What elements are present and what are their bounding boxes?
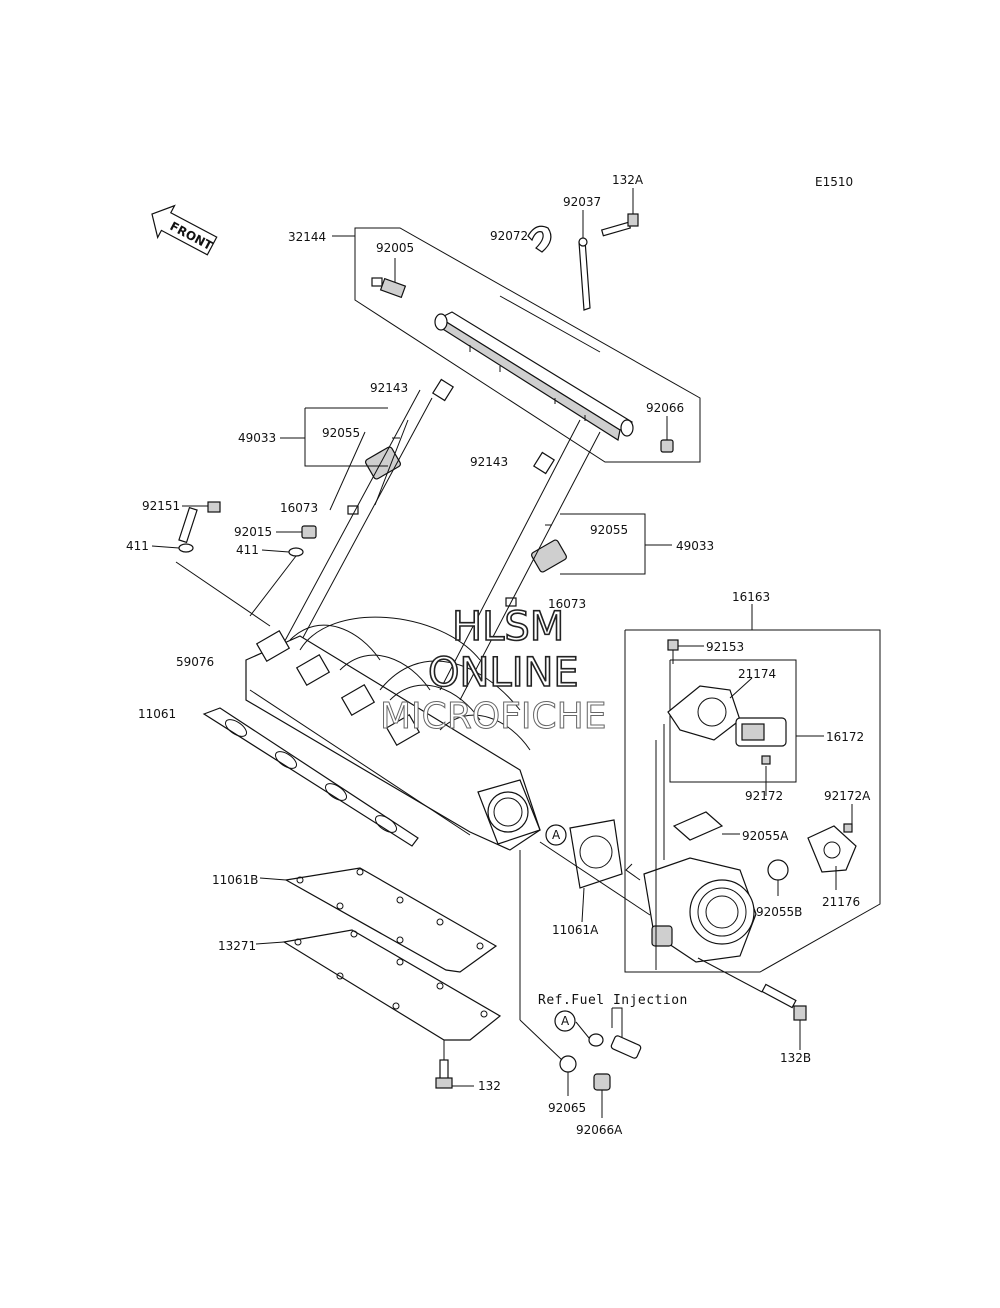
nut-92015 [276, 525, 317, 539]
part-label-92066: 92066 [646, 401, 684, 415]
part-label-16163: 16163 [732, 590, 770, 604]
ref-fuel-injection-group: Ref.Fuel Injection [519, 850, 688, 1118]
washer-411-left [151, 543, 194, 553]
washer-411-right [261, 547, 304, 557]
part-label-11061: 11061 [138, 707, 176, 721]
part-label-92015: 92015 [234, 525, 272, 539]
throttle-body [625, 857, 757, 963]
part-label-132A: 132A [612, 173, 644, 187]
part-label-132B: 132B [780, 1051, 811, 1065]
fuel-rail-assembly [332, 188, 701, 463]
watermark-line-3: MICROFICHE [380, 696, 606, 737]
marker-a-lower: A [554, 1010, 576, 1032]
part-label-92065: 92065 [548, 1101, 586, 1115]
bolt-132 [435, 1059, 474, 1089]
part-label-92172A: 92172A [824, 789, 871, 803]
intake-manifold [245, 616, 541, 851]
fuel-rail [434, 311, 634, 441]
svg-text:A: A [561, 1014, 570, 1028]
part-label-132: 132 [478, 1079, 501, 1093]
sensor-21176 [807, 825, 857, 890]
watermark-line-1: HLSM [452, 604, 564, 650]
cover-gasket-11061B [259, 867, 498, 973]
part-label-411a: 411 [126, 539, 149, 553]
part-label-92151: 92151 [142, 499, 180, 513]
part-label-92055B: 92055B [756, 905, 802, 919]
part-label-16172: 16172 [826, 730, 864, 744]
part-label-49033b: 49033 [676, 539, 714, 553]
bolt-132A [600, 188, 639, 237]
part-label-21174: 21174 [738, 667, 776, 681]
part-label-49033a: 49033 [238, 431, 276, 445]
part-label-92172: 92172 [745, 789, 783, 803]
gasket-11061 [202, 707, 419, 847]
part-label-11061B: 11061B [212, 873, 258, 887]
part-label-92005: 92005 [376, 241, 414, 255]
part-label-16073b: 16073 [548, 597, 586, 611]
part-label-32144: 32144 [288, 230, 326, 244]
injector-right [439, 419, 672, 701]
part-label-411b: 411 [236, 543, 259, 557]
marker-a-upper: A [545, 824, 567, 846]
part-label-92143b: 92143 [470, 455, 508, 469]
part-label-11061A: 11061A [552, 923, 599, 937]
part-label-21176: 21176 [822, 895, 860, 909]
bolt-92151 [178, 501, 221, 544]
strap-92037 [578, 210, 591, 311]
figure-code: E1510 [815, 175, 853, 189]
part-label-16073a: 16073 [280, 501, 318, 515]
fuel-fitting-92005 [371, 258, 407, 299]
plate-13271 [255, 929, 502, 1060]
part-label-13271: 13271 [218, 939, 256, 953]
watermark: HLSM ONLINE MICROFICHE [380, 603, 607, 737]
injector-left [279, 378, 455, 659]
bolt-132B [697, 957, 807, 1050]
cap-92066 [660, 416, 674, 453]
part-label-92037: 92037 [563, 195, 601, 209]
ref-fuel-injection-note: Ref.Fuel Injection [538, 993, 688, 1008]
part-label-92143a: 92143 [370, 381, 408, 395]
throttle-body-assembly [624, 604, 881, 973]
front-arrow-icon: FRONT [151, 204, 218, 256]
part-label-92055a: 92055 [322, 426, 360, 440]
part-label-92153: 92153 [706, 640, 744, 654]
part-label-59076: 59076 [176, 655, 214, 669]
part-label-92066A: 92066A [576, 1123, 623, 1137]
gasket-11061A [569, 819, 623, 923]
watermark-line-2: ONLINE [428, 650, 579, 696]
clamp-92072 [527, 225, 552, 253]
part-label-92055b: 92055 [590, 523, 628, 537]
svg-text:A: A [552, 828, 561, 842]
part-label-92055A: 92055A [742, 829, 789, 843]
part-label-92072: 92072 [490, 229, 528, 243]
